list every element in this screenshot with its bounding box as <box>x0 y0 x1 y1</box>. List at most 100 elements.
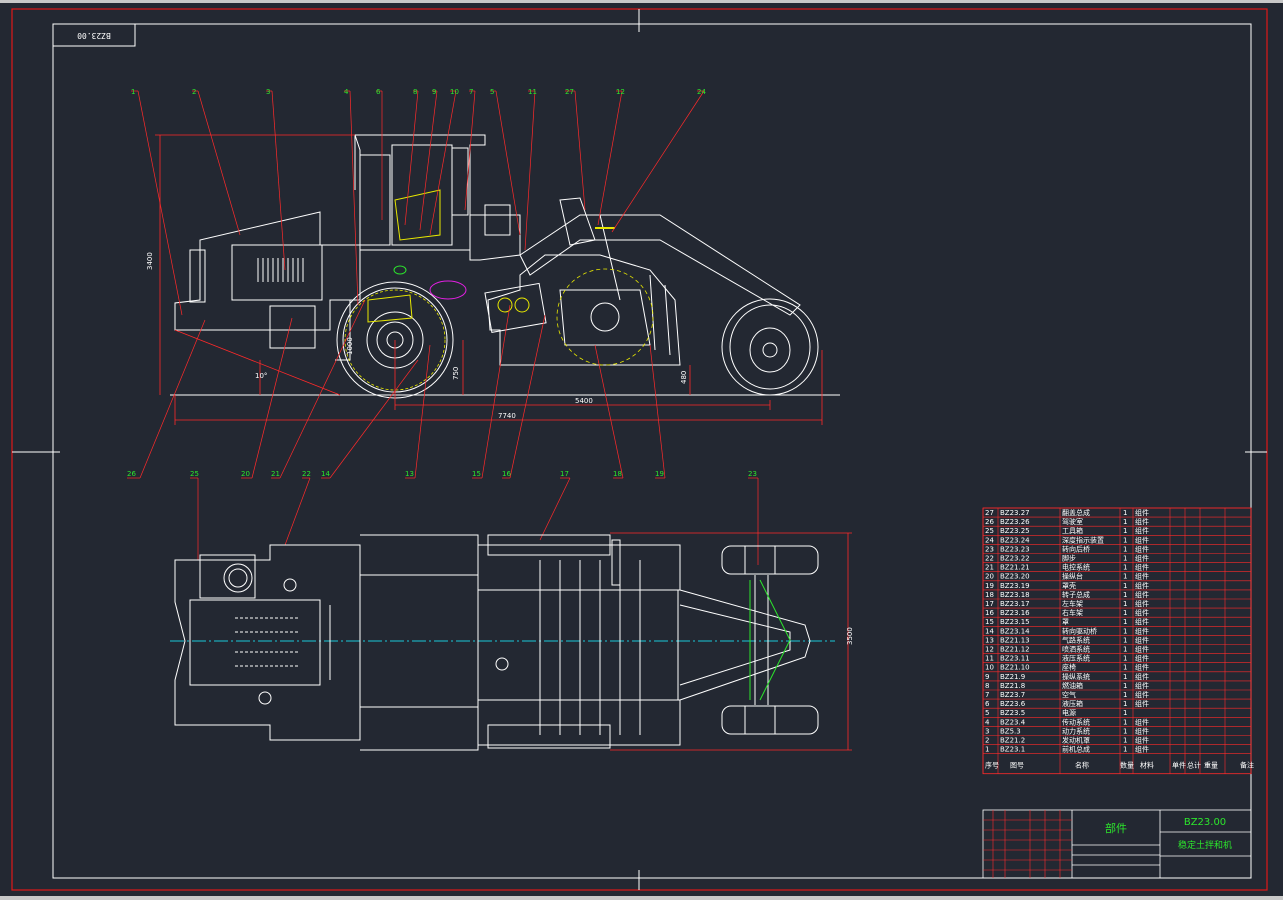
side-dim-texts: 3400 7740 5400 10° 750 480 1000 <box>146 252 688 420</box>
parts-cell: 组件 <box>1135 717 1149 726</box>
parts-cell: 驾驶室 <box>1062 517 1083 526</box>
balloon-9: 9 <box>432 88 436 96</box>
balloon-11: 11 <box>528 88 537 96</box>
parts-cell: 9 <box>985 673 989 681</box>
balloon-19: 19 <box>655 470 664 478</box>
parts-cell: 1 <box>1123 564 1127 572</box>
code-box-text: BZ23.00 <box>77 31 111 40</box>
balloon-21: 21 <box>271 470 280 478</box>
parts-cell: 操纵台 <box>1062 572 1083 581</box>
parts-cell: 1 <box>1123 627 1127 635</box>
balloon-14: 14 <box>321 470 330 478</box>
parts-cell: BZ23.1 <box>1000 746 1025 754</box>
parts-header: 材料 <box>1140 761 1154 770</box>
parts-header: 名称 <box>1075 761 1089 770</box>
parts-cell: 深度指示装置 <box>1062 535 1104 544</box>
parts-cell: 组件 <box>1135 599 1149 608</box>
side-view-dimensions <box>155 134 823 425</box>
parts-cell: 组件 <box>1135 681 1149 690</box>
parts-cell: BZ23.20 <box>1000 573 1030 581</box>
parts-cell: BZ23.16 <box>1000 609 1030 617</box>
parts-cell: 1 <box>1123 555 1127 563</box>
balloon-1: 1 <box>131 88 135 96</box>
parts-cell: 组件 <box>1135 672 1149 681</box>
dim-d3: 480 <box>680 371 688 384</box>
balloon-8: 8 <box>413 88 417 96</box>
parts-cell: 8 <box>985 682 989 690</box>
balloon-labels-bottom: 26 25 20 21 22 14 13 15 16 17 18 19 23 <box>127 470 757 478</box>
parts-cell: 组件 <box>1135 572 1149 581</box>
parts-cell: BZ23.5 <box>1000 709 1025 717</box>
parts-cell: 组件 <box>1135 554 1149 563</box>
parts-cell: 液压箱 <box>1062 699 1083 708</box>
balloon-6: 6 <box>376 88 381 96</box>
balloon-12: 12 <box>616 88 625 96</box>
parts-cell: 罩 <box>1062 618 1069 626</box>
parts-cell: 18 <box>985 591 994 599</box>
parts-cell: 组件 <box>1135 645 1149 654</box>
parts-cell: 1 <box>1123 609 1127 617</box>
balloon-24: 24 <box>697 88 706 96</box>
parts-cell: BZ21.9 <box>1000 673 1025 681</box>
parts-cell: 1 <box>1123 518 1127 526</box>
dim-d4: 1000 <box>346 337 354 355</box>
parts-cell: 4 <box>985 718 990 726</box>
rotor-lines <box>539 560 641 735</box>
parts-cell: BZ23.7 <box>1000 691 1025 699</box>
parts-cell: 脚步 <box>1062 554 1076 563</box>
parts-cell: BZ23.24 <box>1000 536 1030 544</box>
parts-cell: 16 <box>985 609 994 617</box>
parts-cell: 12 <box>985 646 994 654</box>
parts-cell: BZ23.4 <box>1000 718 1026 726</box>
parts-cell: 组件 <box>1135 736 1149 745</box>
parts-cell: BZ21.2 <box>1000 737 1025 745</box>
parts-cell: 1 <box>1123 545 1127 553</box>
parts-header: 单件 <box>1172 761 1186 770</box>
balloon-26: 26 <box>127 470 136 478</box>
parts-cell: 座椅 <box>1062 663 1076 672</box>
parts-cell: 24 <box>985 536 994 544</box>
parts-cell: BZ21.8 <box>1000 682 1025 690</box>
parts-cell: 7 <box>985 691 989 699</box>
parts-cell: 1 <box>1123 536 1127 544</box>
top-view <box>174 534 819 751</box>
parts-cell: 组件 <box>1135 608 1149 617</box>
leaders-top <box>131 90 705 316</box>
dim-height: 3400 <box>146 252 154 270</box>
parts-cell: 14 <box>985 627 994 635</box>
dim-wheelbase: 5400 <box>575 397 593 405</box>
parts-cell: 1 <box>1123 509 1127 517</box>
parts-cell: 13 <box>985 636 994 644</box>
parts-cell: 动力系统 <box>1062 726 1090 735</box>
parts-cell: 操纵系统 <box>1062 672 1090 681</box>
title-block <box>982 809 1252 879</box>
title-code: BZ23.00 <box>1184 817 1226 828</box>
parts-header: 备注 <box>1240 761 1254 770</box>
parts-cell: 22 <box>985 555 994 563</box>
parts-cell: 空气 <box>1062 690 1076 699</box>
balloon-27: 27 <box>565 88 574 96</box>
parts-cell: BZ21.13 <box>1000 636 1030 644</box>
parts-cell: 组件 <box>1135 544 1149 553</box>
balloon-16: 16 <box>502 470 511 478</box>
balloon-10: 10 <box>450 88 459 96</box>
parts-cell: 1 <box>1123 709 1127 717</box>
side-view <box>170 134 840 399</box>
code-box <box>52 23 136 47</box>
title-grid <box>983 810 1072 878</box>
parts-cell: BZ23.17 <box>1000 600 1030 608</box>
parts-cell: BZ23.15 <box>1000 618 1030 626</box>
parts-cell: 1 <box>1123 664 1127 672</box>
balloon-18: 18 <box>613 470 622 478</box>
parts-cell: BZ23.18 <box>1000 591 1030 599</box>
parts-cell: 组件 <box>1135 635 1149 644</box>
parts-cell: 电控系统 <box>1062 563 1090 572</box>
parts-cell: 右车架 <box>1062 608 1083 617</box>
parts-cell: BZ23.27 <box>1000 509 1030 517</box>
dim-width: 3500 <box>846 627 854 645</box>
parts-cell: 组件 <box>1135 563 1149 572</box>
dim-d2: 750 <box>452 367 460 380</box>
balloon-2: 2 <box>192 88 196 96</box>
